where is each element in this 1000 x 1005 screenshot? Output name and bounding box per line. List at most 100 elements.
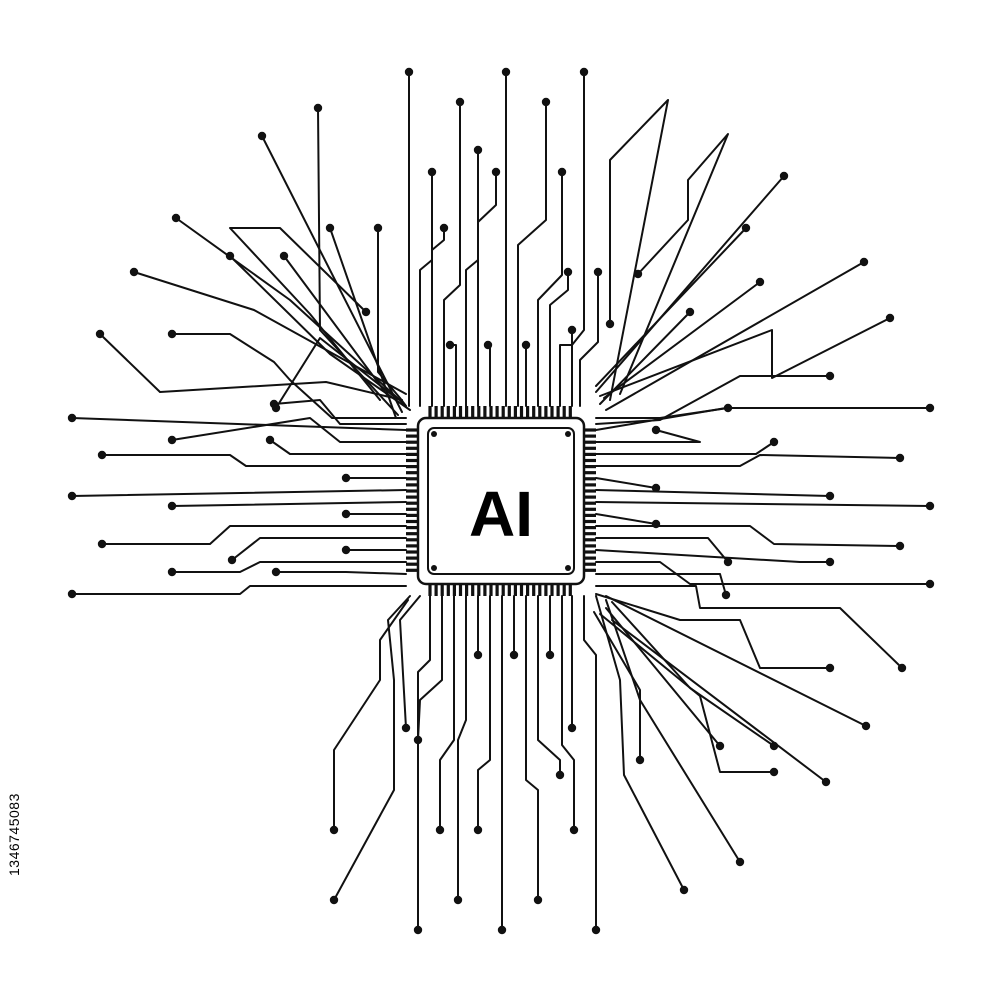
chip-pin <box>446 406 450 418</box>
trace-pad <box>67 413 77 423</box>
chip-pin <box>440 584 444 596</box>
trace-pad <box>821 777 831 787</box>
trace-pad <box>329 895 339 905</box>
trace-pad <box>404 67 414 77</box>
chip-pin <box>562 406 566 418</box>
trace-pad <box>129 267 139 277</box>
chip-screw-icon <box>565 431 571 437</box>
trace-pad <box>453 895 463 905</box>
trace-pad <box>591 925 601 935</box>
circuit-trace <box>275 337 397 409</box>
trace-pad <box>635 755 645 765</box>
chip-pin <box>526 584 530 596</box>
chip-pin <box>406 526 418 530</box>
trace-pad <box>361 307 371 317</box>
chip-pin <box>584 458 596 463</box>
chip-pin <box>406 562 418 566</box>
trace-pad <box>679 885 689 895</box>
chip-screw-icon <box>431 431 437 437</box>
circuit-trace <box>171 561 407 573</box>
trace-pad <box>501 67 511 77</box>
circuit-trace <box>593 611 641 761</box>
chip-pin <box>406 556 418 560</box>
circuit-trace <box>583 595 597 931</box>
chip-pin <box>584 568 596 572</box>
trace-pad <box>329 825 339 835</box>
chip-pin <box>507 584 511 596</box>
chip-pin <box>532 406 536 418</box>
trace-pad <box>735 857 745 867</box>
trace-pad <box>413 925 423 935</box>
chip-pin <box>584 434 596 438</box>
chip-pin <box>446 584 450 596</box>
chip-pin <box>406 452 418 456</box>
trace-pad <box>439 223 449 233</box>
trace-pad <box>769 437 779 447</box>
circuit-trace <box>537 595 561 776</box>
trace-pad <box>579 67 589 77</box>
circuit-trace <box>609 99 669 401</box>
chip-pin <box>406 434 418 438</box>
trace-pad <box>497 925 507 935</box>
circuit-trace <box>595 227 747 387</box>
trace-pad <box>413 735 423 745</box>
chip-pin <box>495 584 499 596</box>
trace-pad <box>341 545 351 555</box>
circuit-trace <box>71 417 407 431</box>
chip-pin <box>501 584 505 596</box>
circuit-trace <box>419 171 433 407</box>
circuit-trace <box>269 439 407 455</box>
trace-pad <box>257 131 267 141</box>
trace-pad <box>67 589 77 599</box>
circuit-trace <box>559 329 573 407</box>
circuit-trace <box>605 595 867 727</box>
trace-pad <box>779 171 789 181</box>
circuit-trace <box>595 525 901 547</box>
chip-pin <box>483 584 487 596</box>
trace-pad <box>401 723 411 733</box>
circuit-trace <box>537 171 563 407</box>
chip-pins <box>406 406 596 596</box>
trace-pad <box>167 567 177 577</box>
chip-pin <box>406 477 418 481</box>
circuit-trace <box>595 429 701 443</box>
circuit-trace <box>275 571 407 575</box>
chip-pin <box>584 513 596 517</box>
circuit-trace <box>431 227 445 407</box>
circuit-trace <box>595 537 729 563</box>
chip-pin <box>465 584 469 596</box>
chip-pin <box>406 538 418 542</box>
chip-pin <box>406 568 418 572</box>
trace-pad <box>521 340 531 350</box>
circuit-trace <box>595 407 729 419</box>
circuit-trace <box>417 595 431 931</box>
trace-pad <box>897 663 907 673</box>
circuit-trace <box>439 595 455 831</box>
chip-pin <box>550 584 554 596</box>
trace-pad <box>685 307 695 317</box>
circuit-trace <box>71 585 407 595</box>
circuit-trace <box>333 595 411 901</box>
chip-screw-icon <box>565 565 571 571</box>
trace-pad <box>445 340 455 350</box>
chip-pin <box>428 406 432 418</box>
circuit-trace <box>595 375 831 425</box>
chip-pin <box>452 584 456 596</box>
trace-pad <box>861 721 871 731</box>
trace-pad <box>651 483 661 493</box>
chip-pin <box>406 513 418 517</box>
chip-pin <box>489 584 493 596</box>
circuit-trace <box>465 149 479 407</box>
circuit-trace <box>595 477 657 489</box>
trace-pad <box>483 340 493 350</box>
trace-pad <box>741 223 751 233</box>
trace-pad <box>555 770 565 780</box>
chip-pin <box>434 584 438 596</box>
trace-pad <box>715 741 725 751</box>
circuit-trace <box>595 549 831 563</box>
chip-pin <box>519 584 524 596</box>
circuit-trace <box>449 344 457 407</box>
circuit-trace <box>561 595 575 831</box>
trace-pad <box>427 167 437 177</box>
trace-pad <box>171 213 181 223</box>
